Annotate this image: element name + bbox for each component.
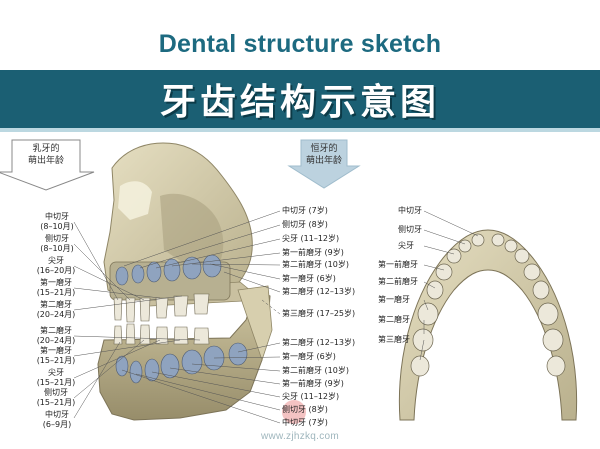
permanent-label-upper: 第二前磨牙 (10岁) xyxy=(282,260,349,269)
permanent-label-lower: 第一磨牙 (6岁) xyxy=(282,352,336,361)
permanent-label-upper: 侧切牙 (8岁) xyxy=(282,220,328,229)
upper-primary-teeth xyxy=(109,254,231,323)
left-label: 侧切牙 (8–10月) xyxy=(40,234,74,253)
permanent-label-lower: 第二磨牙 (12–13岁) xyxy=(282,338,356,347)
permanent-label-upper: 尖牙 (11–12岁) xyxy=(282,234,340,243)
permanent-label-lower: 中切牙 (7岁) xyxy=(282,418,328,427)
chinese-title: 牙齿结构示意图 xyxy=(159,82,440,123)
left-label: 侧切牙 (15–21月) xyxy=(36,388,76,407)
banner-underline xyxy=(0,128,600,132)
permanent-label-upper: 第二磨牙 (12–13岁) xyxy=(282,287,356,296)
arch-label: 侧切牙 xyxy=(398,225,422,234)
permanent-label-lower: 侧切牙 (8岁) xyxy=(282,405,328,414)
arch-label: 中切牙 xyxy=(398,206,422,215)
left-label: 尖牙 (16–20月) xyxy=(36,256,76,275)
arch-label: 第一磨牙 xyxy=(378,295,410,304)
lower-dental-arch xyxy=(398,229,578,421)
permanent-eruption-label: 恒牙的 萌出年龄 xyxy=(305,144,342,166)
left-label: 中切牙 (8–10月) xyxy=(40,212,74,231)
permanent-label-upper: 第一磨牙 (6岁) xyxy=(282,274,336,283)
left-label: 第二磨牙 (20–24月) xyxy=(36,300,76,319)
arch-label: 第三磨牙 xyxy=(378,335,410,344)
highlight-marker xyxy=(282,400,306,424)
left-label: 中切牙 (6–9月) xyxy=(42,410,72,429)
arch-label: 第二磨牙 xyxy=(378,315,410,324)
middle-leader-lines xyxy=(121,210,281,424)
right-leader-lines xyxy=(419,210,479,361)
left-label: 第一磨牙 (15–21月) xyxy=(36,346,76,365)
third-molar-label: 第三磨牙 (17–25岁) xyxy=(282,309,356,318)
left-label: 尖牙 (15–21月) xyxy=(36,368,76,387)
permanent-label-lower: 第二前磨牙 (10岁) xyxy=(282,366,349,375)
permanent-label-lower: 第一前磨牙 (9岁) xyxy=(282,379,344,388)
left-leader-lines xyxy=(73,221,201,419)
permanent-label-upper: 中切牙 (7岁) xyxy=(282,206,328,215)
permanent-label-lower: 尖牙 (11–12岁) xyxy=(282,392,340,401)
arch-label: 第二前磨牙 xyxy=(378,277,418,286)
english-title: Dental structure sketch xyxy=(158,30,442,58)
arch-label: 第一前磨牙 xyxy=(378,260,418,269)
left-label: 第二磨牙 (20–24月) xyxy=(36,326,76,345)
primary-eruption-arrow xyxy=(0,139,95,191)
primary-eruption-label: 乳牙的 萌出年龄 xyxy=(27,144,64,166)
arch-label: 尖牙 xyxy=(398,241,414,250)
permanent-label-upper: 第一前磨牙 (9岁) xyxy=(282,248,344,257)
site-watermark: www.zjhzkq.com xyxy=(260,431,340,442)
title-banner xyxy=(0,70,600,128)
permanent-eruption-arrow xyxy=(287,139,361,189)
left-label: 第一磨牙 (15–21月) xyxy=(36,278,76,297)
